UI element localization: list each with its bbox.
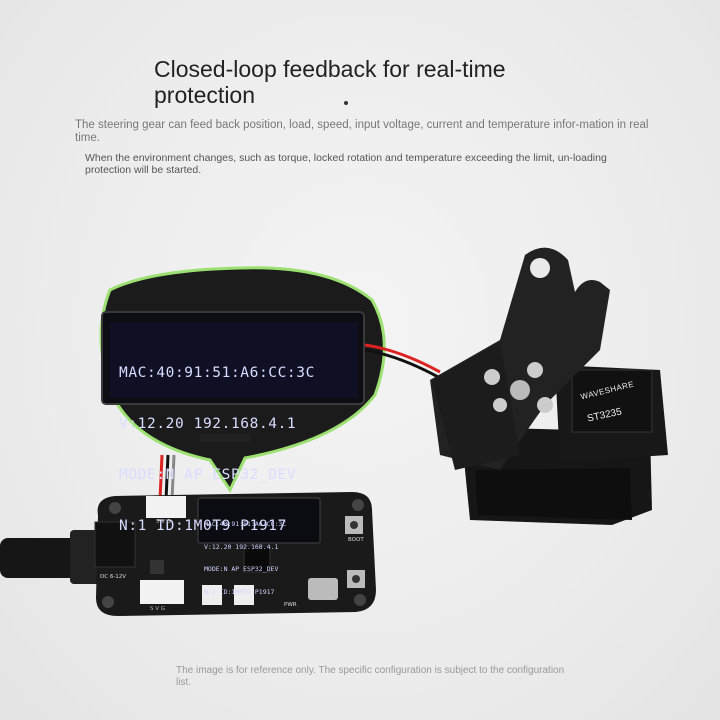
driver-board (94, 492, 376, 616)
pwr-label: PWR (284, 602, 297, 608)
oled-line: V:12.20 192.168.4.1 (204, 542, 279, 551)
decorative-dot (344, 101, 348, 105)
protection-description: When the environment changes, such as to… (85, 152, 607, 176)
oled-display-zoom: MAC:40:91:51:A6:CC:3C V:12.20 192.168.4.… (119, 331, 359, 552)
headline: Closed-loop feedback for real-time prote… (154, 56, 506, 108)
power-label: DC 6-12V (100, 574, 127, 580)
disclaimer: The image is for reference only. The spe… (176, 665, 565, 688)
oled-line: MAC:40:91:51:A6:CC:3C (119, 365, 315, 381)
dc-cable (0, 538, 80, 578)
servo-motor (430, 247, 668, 525)
oled-display-board: MAC:40:91:51:A6:CC:3C V:12.20 192.168.4.… (204, 506, 314, 604)
servo-cable-red (364, 343, 441, 374)
feature-description: The steering gear can feed back position… (75, 119, 649, 144)
connector-label-bottom: S V G (150, 606, 166, 612)
oled-line: MODE:N AP ESP32_DEV (119, 467, 297, 483)
board-cable (158, 454, 164, 501)
oled-line: N:1 ID:1M0T9 P1917 (119, 518, 287, 534)
oled-line: MODE:N AP ESP32_DEV (204, 565, 279, 573)
oled-line: N:1 ID:1M0T9 P1917 (204, 587, 275, 596)
oled-line: MAC:40:91:51:A6:CC:3C (204, 520, 287, 528)
boot-label: BOOT (348, 537, 364, 543)
oled-line: V:12.20 192.168.4.1 (119, 416, 297, 432)
connector-label-top: 5 V G (156, 519, 172, 525)
